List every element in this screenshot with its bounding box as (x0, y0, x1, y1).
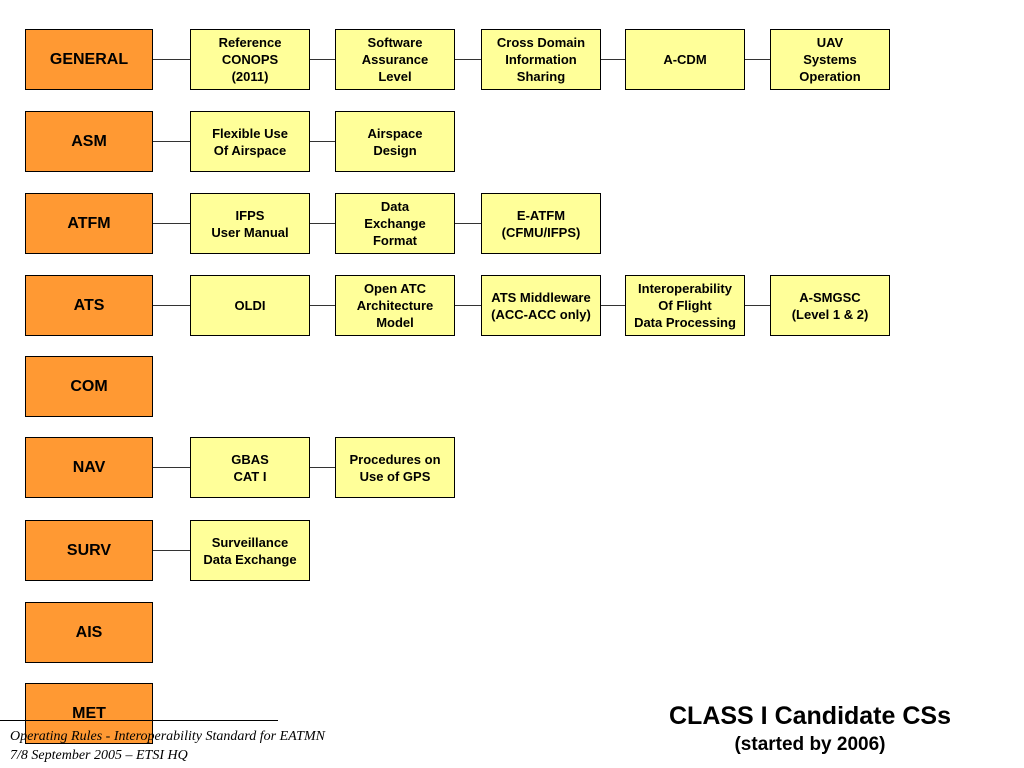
standard-box: Cross Domain Information Sharing (481, 29, 601, 90)
standard-box: Data Exchange Format (335, 193, 455, 254)
standard-box: OLDI (190, 275, 310, 336)
standard-box: UAV Systems Operation (770, 29, 890, 90)
footer-divider (0, 720, 278, 721)
diagram-subtitle: (started by 2006) (734, 734, 886, 755)
standard-box: Surveillance Data Exchange (190, 520, 310, 581)
footer-line-1: Operating Rules - Interoperability Stand… (10, 729, 325, 744)
footer: Operating Rules - Interoperability Stand… (10, 727, 325, 765)
standard-box: ATS Middleware (ACC-ACC only) (481, 275, 601, 336)
standard-box: Software Assurance Level (335, 29, 455, 90)
standard-box: IFPS User Manual (190, 193, 310, 254)
category-box-ais: AIS (25, 602, 153, 663)
category-box-atfm: ATFM (25, 193, 153, 254)
diagram-title: CLASS I Candidate CSs (669, 702, 951, 730)
standard-box: E-ATFM (CFMU/IFPS) (481, 193, 601, 254)
category-box-ats: ATS (25, 275, 153, 336)
standard-box: Open ATC Architecture Model (335, 275, 455, 336)
title-block: CLASS I Candidate CSs (started by 2006) (610, 700, 1010, 758)
footer-line-2: 7/8 September 2005 – ETSI HQ (10, 748, 188, 763)
standard-box: A-CDM (625, 29, 745, 90)
category-box-met: MET (25, 683, 153, 744)
standard-box: A-SMGSC (Level 1 & 2) (770, 275, 890, 336)
category-box-general: GENERAL (25, 29, 153, 90)
category-box-asm: ASM (25, 111, 153, 172)
standard-box: Reference CONOPS (2011) (190, 29, 310, 90)
standard-box: Procedures on Use of GPS (335, 437, 455, 498)
category-box-surv: SURV (25, 520, 153, 581)
standard-box: Interoperability Of Flight Data Processi… (625, 275, 745, 336)
standard-box: Airspace Design (335, 111, 455, 172)
standard-box: Flexible Use Of Airspace (190, 111, 310, 172)
category-box-com: COM (25, 356, 153, 417)
category-box-nav: NAV (25, 437, 153, 498)
standard-box: GBAS CAT I (190, 437, 310, 498)
